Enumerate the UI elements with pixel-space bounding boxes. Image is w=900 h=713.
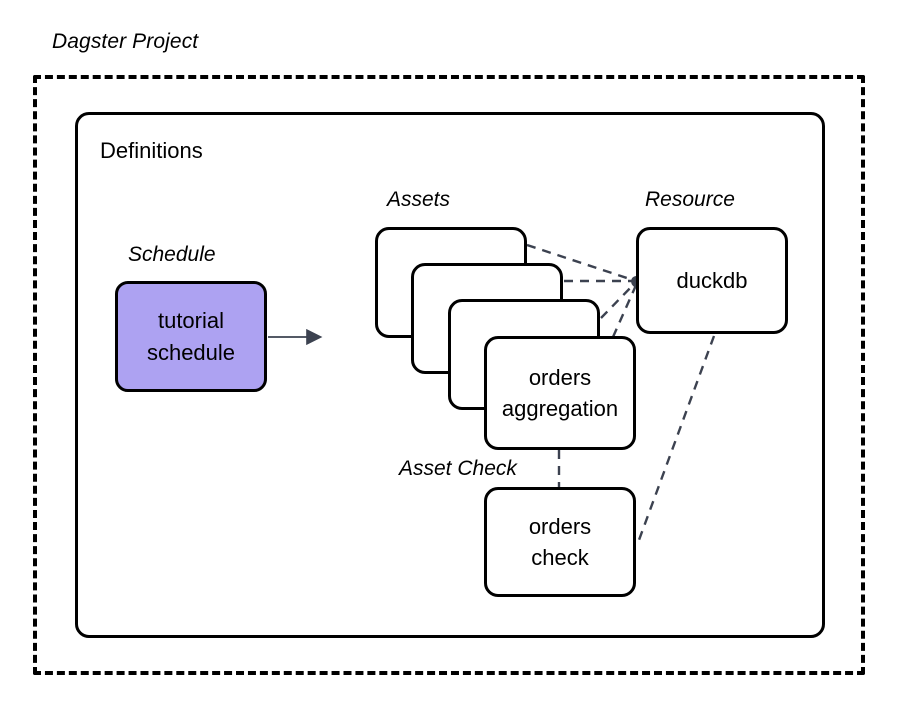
node-orders-aggregation-line2: aggregation bbox=[501, 396, 619, 421]
node-orders-aggregation[interactable]: orders aggregation bbox=[484, 336, 636, 450]
node-orders-check[interactable]: orders check bbox=[484, 487, 636, 597]
node-orders-check-line1: orders bbox=[528, 513, 592, 539]
node-tutorial-schedule[interactable]: tutorial schedule bbox=[115, 281, 267, 392]
caption-assets: Assets bbox=[387, 188, 451, 211]
node-duckdb-label: duckdb bbox=[676, 267, 748, 293]
node-orders-aggregation-line1: orders bbox=[528, 364, 592, 390]
caption-resource: Resource bbox=[645, 188, 735, 211]
caption-asset-check-line1: Asset bbox=[399, 457, 452, 480]
node-orders-check-line2: check bbox=[531, 545, 589, 570]
project-title: Dagster Project bbox=[52, 30, 199, 53]
project-frame bbox=[33, 75, 865, 675]
caption-asset-check: Asset Check bbox=[399, 457, 517, 481]
caption-schedule: Schedule bbox=[128, 243, 216, 266]
node-tutorial-schedule-line2: schedule bbox=[146, 339, 236, 365]
definitions-label: Definitions bbox=[100, 138, 203, 163]
node-tutorial-schedule-line1: tutorial bbox=[157, 308, 225, 334]
caption-asset-check-line2: Check bbox=[457, 457, 517, 480]
node-duckdb[interactable]: duckdb bbox=[636, 227, 788, 334]
